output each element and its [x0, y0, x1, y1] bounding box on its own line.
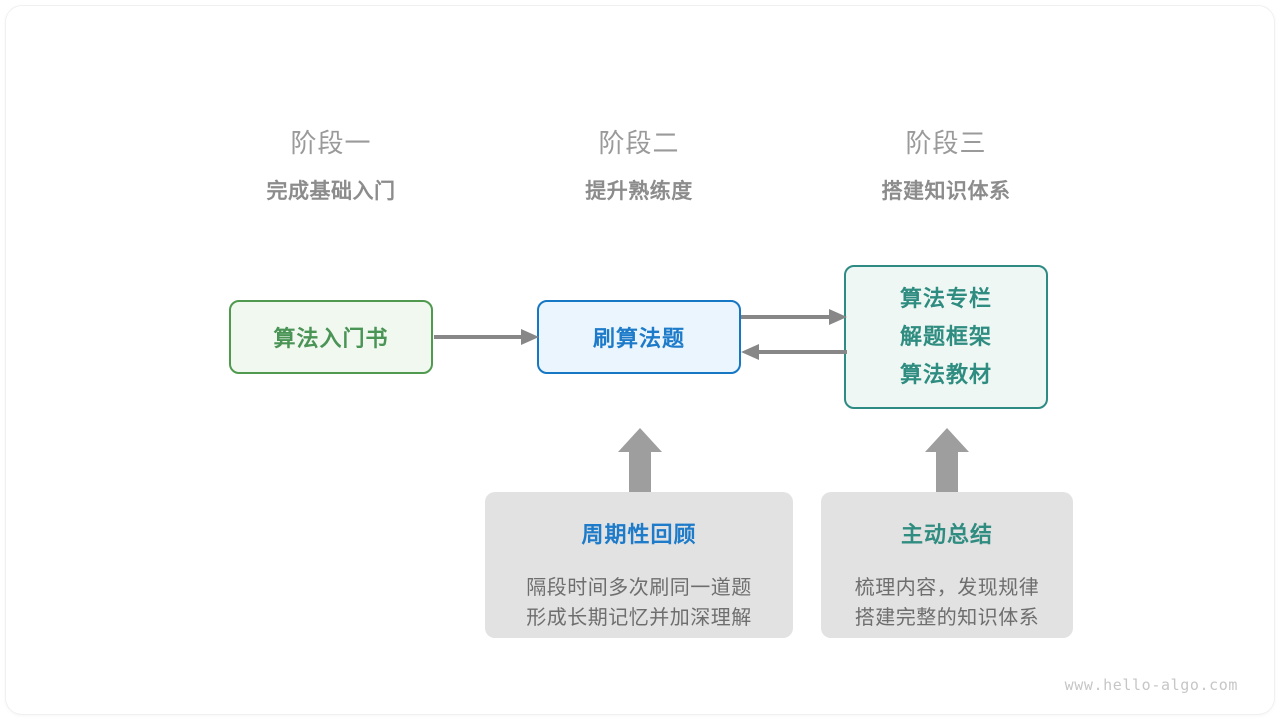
stage-column-2: 阶段二 提升熟练度	[529, 126, 749, 207]
node-knowledge-system[interactable]: 算法专栏 解题框架 算法教材	[844, 265, 1048, 409]
node-label: 解题框架	[899, 324, 992, 349]
node-label: 算法入门书	[273, 326, 389, 351]
note-body-line: 隔段时间多次刷同一道题	[526, 577, 752, 599]
note-body-line: 梳理内容，发现规律	[854, 577, 1040, 599]
watermark: www.hello-algo.com	[1064, 676, 1238, 694]
note-card-active-summary[interactable]: 主动总结 梳理内容，发现规律 搭建完整的知识体系	[821, 492, 1073, 638]
stage-subtitle: 提升熟练度	[585, 180, 693, 203]
node-label: 算法专栏	[899, 286, 992, 311]
node-practice-problems[interactable]: 刷算法题	[537, 300, 741, 374]
stage-column-1: 阶段一 完成基础入门	[221, 126, 441, 207]
stage-title: 阶段一	[290, 128, 372, 158]
stage-subtitle: 完成基础入门	[266, 180, 396, 203]
stage-title: 阶段三	[905, 128, 987, 158]
note-body-line: 形成长期记忆并加深理解	[526, 607, 752, 629]
note-title: 主动总结	[900, 522, 993, 547]
note-body-line: 搭建完整的知识体系	[854, 607, 1040, 629]
node-label: 刷算法题	[592, 326, 685, 351]
stage-subtitle: 搭建知识体系	[881, 180, 1011, 203]
node-algorithm-intro-book[interactable]: 算法入门书	[229, 300, 433, 374]
node-label: 算法教材	[899, 362, 992, 387]
note-body: 隔段时间多次刷同一道题 形成长期记忆并加深理解	[526, 573, 752, 633]
note-title: 周期性回顾	[581, 522, 697, 547]
note-card-periodic-review[interactable]: 周期性回顾 隔段时间多次刷同一道题 形成长期记忆并加深理解	[485, 492, 793, 638]
stage-title: 阶段二	[598, 128, 680, 158]
stage-column-3: 阶段三 搭建知识体系	[836, 126, 1056, 207]
note-body: 梳理内容，发现规律 搭建完整的知识体系	[855, 573, 1040, 633]
